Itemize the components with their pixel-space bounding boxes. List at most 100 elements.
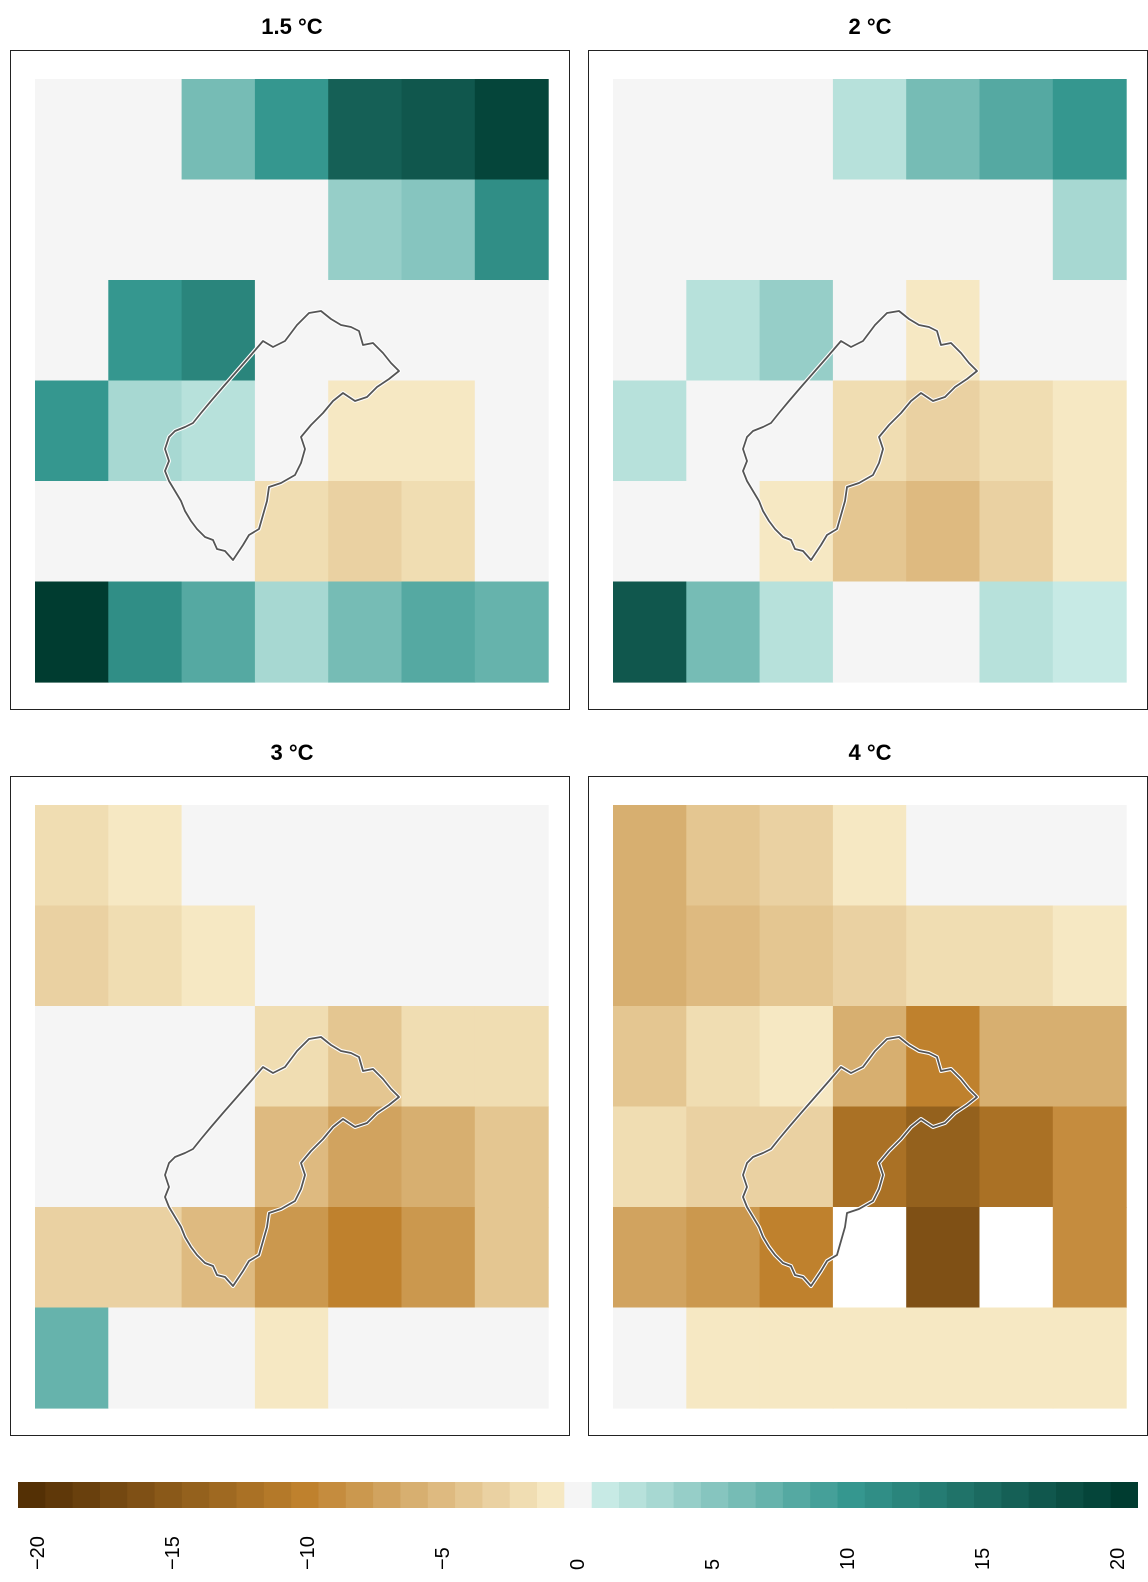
colorbar-swatch — [864, 1482, 893, 1508]
grid-cell — [328, 905, 403, 1007]
grid-cell — [759, 1006, 834, 1108]
grid-cell — [181, 1006, 256, 1108]
map-panel-1 — [10, 50, 570, 710]
grid-cell — [108, 481, 183, 583]
grid-cell — [35, 1006, 109, 1108]
colorbar-swatch — [619, 1482, 647, 1508]
colorbar-swatch — [373, 1482, 401, 1508]
grid-cell — [686, 280, 761, 382]
grid-cell — [474, 905, 549, 1007]
grid-cell — [613, 1307, 687, 1409]
colorbar-swatch — [236, 1482, 265, 1508]
colorbar-swatch — [72, 1482, 101, 1508]
grid-cell — [328, 1006, 403, 1108]
grid-cell — [613, 481, 687, 583]
grid-cell — [686, 481, 761, 583]
grid-cell — [401, 481, 476, 583]
map-panel-4 — [588, 776, 1148, 1436]
region-outline — [164, 1036, 400, 1287]
colorbar-tick-label: 10 — [837, 1547, 859, 1570]
grid-cell — [108, 380, 183, 482]
grid-cell — [181, 380, 256, 482]
grid-cell — [35, 1106, 109, 1208]
colorbar-swatch — [564, 1482, 593, 1508]
colorbar-swatch — [318, 1482, 347, 1508]
grid-cell — [613, 1207, 687, 1309]
colorbar-swatch — [482, 1482, 511, 1508]
grid-cell — [759, 79, 834, 181]
grid-cell — [759, 179, 834, 281]
grid-cell — [832, 179, 907, 281]
colorbar-swatch — [154, 1482, 183, 1508]
colorbar-swatch — [537, 1482, 565, 1508]
map-panel-2-grid — [613, 79, 1127, 683]
colorbar-swatch — [837, 1482, 866, 1508]
grid-cell — [254, 805, 329, 907]
grid-cell — [35, 179, 109, 281]
grid-cell — [254, 905, 329, 1007]
map-panel-3 — [10, 776, 570, 1436]
grid-cell — [979, 1106, 1054, 1208]
grid-cell — [108, 581, 183, 683]
panel-title-4: 4 °C — [848, 740, 892, 765]
grid-cell — [474, 805, 549, 907]
grid-cell — [1052, 905, 1127, 1007]
grid-cell — [832, 79, 907, 181]
colorbar-swatch — [400, 1482, 429, 1508]
grid-cell — [401, 1106, 476, 1208]
grid-cell — [979, 481, 1054, 583]
grid-cell — [254, 380, 329, 482]
colorbar-tick-label: −15 — [162, 1536, 184, 1570]
grid-cell — [401, 905, 476, 1007]
grid-cell — [906, 280, 981, 382]
grid-cell — [401, 179, 476, 281]
colorbar-swatch — [591, 1482, 620, 1508]
grid-cell — [35, 905, 109, 1007]
grid-cell — [328, 581, 403, 683]
grid-cell — [906, 1006, 981, 1108]
grid-cell — [108, 1006, 183, 1108]
region-outline — [164, 310, 400, 561]
grid-cell — [401, 1006, 476, 1108]
map-panel-2 — [588, 50, 1148, 710]
grid-cell — [328, 1307, 403, 1409]
grid-cell — [686, 905, 761, 1007]
grid-cell — [832, 1307, 907, 1409]
grid-cell — [979, 179, 1054, 281]
grid-cell — [35, 481, 109, 583]
grid-cell — [181, 581, 256, 683]
colorbar-swatch — [1083, 1482, 1112, 1508]
grid-cell — [759, 905, 834, 1007]
grid-cell — [759, 1106, 834, 1208]
colorbar-swatch — [100, 1482, 128, 1508]
grid-cell — [181, 1106, 256, 1208]
grid-cell — [906, 1207, 981, 1309]
grid-cell — [979, 380, 1054, 482]
grid-cell — [181, 1207, 256, 1309]
colorbar-swatch — [673, 1482, 702, 1508]
grid-cell — [401, 581, 476, 683]
colorbar-tick-label: 5 — [702, 1558, 724, 1570]
grid-cell — [108, 280, 183, 382]
colorbar-swatch — [946, 1482, 975, 1508]
grid-cell — [759, 1307, 834, 1409]
colorbar-swatch — [974, 1482, 1002, 1508]
grid-cell — [906, 905, 981, 1007]
colorbar-swatch — [782, 1482, 811, 1508]
colorbar-swatch — [291, 1482, 320, 1508]
grid-cell — [181, 280, 256, 382]
grid-cell — [979, 1307, 1054, 1409]
grid-cell — [1052, 1106, 1127, 1208]
colorbar-swatch — [455, 1482, 483, 1508]
grid-cell — [613, 581, 687, 683]
grid-cell — [832, 380, 907, 482]
grid-cell — [474, 79, 549, 181]
grid-cell — [108, 1207, 183, 1309]
colorbar-swatch — [127, 1482, 156, 1508]
grid-cell — [254, 1307, 329, 1409]
grid-cell — [328, 79, 403, 181]
colorbar-swatch — [1001, 1482, 1030, 1508]
colorbar-swatch — [509, 1482, 538, 1508]
grid-cell — [832, 805, 907, 907]
grid-cell — [1052, 1307, 1127, 1409]
